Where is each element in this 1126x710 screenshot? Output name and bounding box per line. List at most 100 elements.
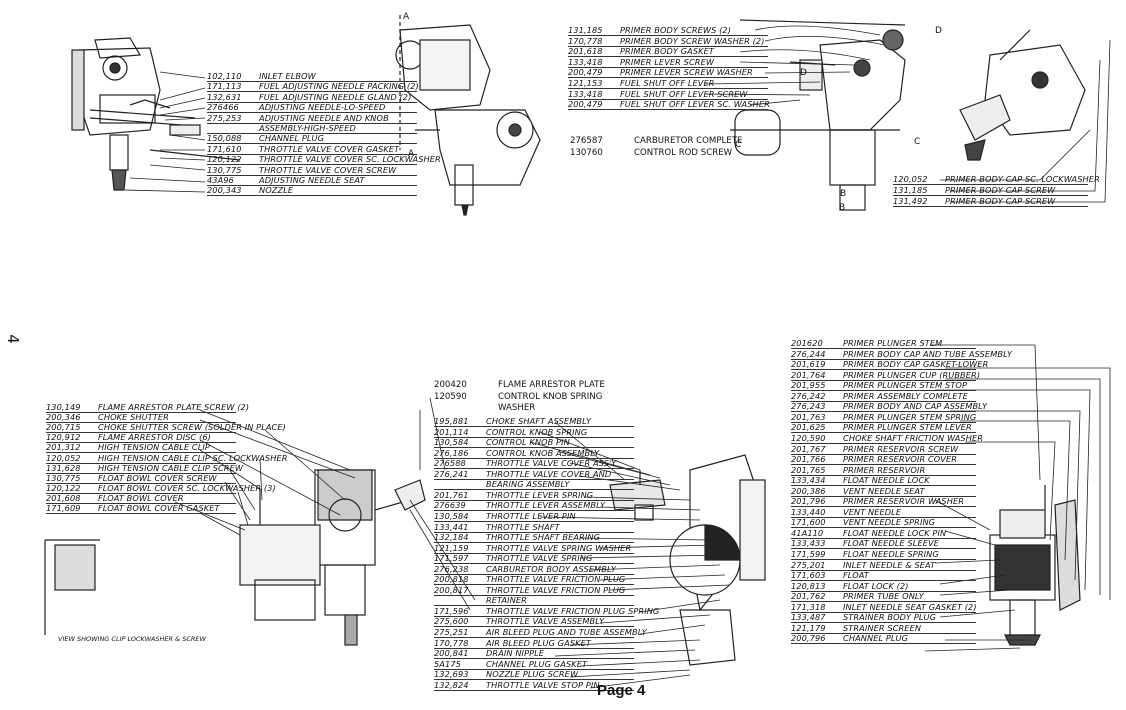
part-number: 201,763 bbox=[791, 411, 826, 422]
side-page-number: 4 bbox=[3, 334, 22, 344]
part-number: 200,343 bbox=[207, 185, 242, 196]
part-name: PRIMER BODY SCREW WASHER (2) bbox=[620, 35, 765, 46]
part-name: CARBURETOR BODY ASSEMBLY bbox=[486, 563, 616, 574]
part-name: PRIMER BODY SCREWS (2) bbox=[620, 25, 732, 35]
part-number: 200,479 bbox=[568, 99, 603, 110]
underline-leader bbox=[791, 348, 976, 349]
part-number: 133,418 bbox=[568, 88, 603, 99]
part-number: 276,186 bbox=[434, 447, 469, 458]
underline-leader bbox=[207, 153, 417, 155]
section-letter: C bbox=[735, 140, 741, 150]
underline-leader bbox=[434, 520, 634, 522]
part-name: PRIMER PLUNGER CUP (RUBBER) bbox=[843, 369, 981, 380]
part-name: DRAIN NIPPLE bbox=[486, 648, 545, 659]
underline-leader bbox=[791, 622, 976, 624]
underline-leader bbox=[46, 412, 236, 413]
bottom-middle-carburetor-illustration bbox=[609, 454, 766, 666]
part-name: THROTTLE LEVER SPRING bbox=[486, 489, 594, 500]
part-number: 120,122 bbox=[207, 154, 242, 165]
underline-leader bbox=[207, 185, 417, 186]
underline-leader bbox=[791, 590, 976, 592]
part-number: 131,185 bbox=[893, 185, 928, 195]
part-number: 275,600 bbox=[434, 616, 469, 627]
part-name: AIR BLEED PLUG GASKET bbox=[486, 637, 591, 648]
underline-leader bbox=[434, 637, 634, 638]
part-number: 201,761 bbox=[434, 489, 469, 500]
underline-leader bbox=[434, 478, 634, 480]
part-name: THROTTLE VALVE COVER SCREW bbox=[259, 164, 397, 175]
underline-leader bbox=[434, 468, 634, 470]
part-number: 275,253 bbox=[207, 112, 242, 123]
bottom-left-carburetor-illustration bbox=[44, 469, 426, 646]
underline-leader bbox=[207, 81, 417, 82]
part-name: FLAME ARRESTOR DISC (6) bbox=[98, 432, 211, 443]
part-number: 132,184 bbox=[434, 532, 469, 543]
part-number: 171,603 bbox=[791, 570, 826, 581]
part-name: ADJUSTING NEEDLE AND KNOB bbox=[259, 112, 389, 123]
underline-leader bbox=[46, 422, 236, 424]
part-name: VENT NEEDLE bbox=[843, 506, 902, 517]
part-number: 200,796 bbox=[791, 633, 826, 644]
underline-leader bbox=[791, 421, 976, 423]
underline-leader bbox=[791, 485, 976, 487]
part-number: 120,813 bbox=[791, 580, 826, 591]
part-name: THROTTLE VALVE COVER ASS'Y bbox=[486, 458, 617, 469]
underline-leader bbox=[791, 569, 976, 571]
underline-leader bbox=[791, 400, 976, 402]
underline-leader bbox=[568, 66, 768, 68]
part-number: 171,596 bbox=[434, 605, 469, 616]
part-number: 276,243 bbox=[791, 401, 826, 412]
view-caption: VIEW SHOWING CLIP LOCKWASHER & SCREW bbox=[58, 635, 206, 643]
part-name: FLAME ARRESTOR PLATE SCREW (2) bbox=[98, 402, 250, 412]
part-name: PRIMER RESERVOIR SCREW bbox=[843, 443, 959, 454]
part-name: CONTROL KNOB ASSEMBLY bbox=[486, 447, 600, 458]
underline-leader bbox=[207, 112, 417, 114]
part-name: ADJUSTING NEEDLE-LO-SPEED bbox=[259, 102, 386, 113]
part-number: 120,912 bbox=[46, 432, 81, 443]
part-number: 201,766 bbox=[791, 454, 826, 465]
part-name: VENT NEEDLE SPRING bbox=[843, 517, 936, 528]
part-name: CHOKE SHAFT ASSEMBLY bbox=[486, 416, 592, 426]
part-label: BEARING ASSEMBLY bbox=[434, 479, 634, 491]
part-number: 200,346 bbox=[46, 412, 81, 423]
part-number: 171,113 bbox=[207, 81, 242, 92]
part-name: HIGH TENSION CABLE CLIP SCREW bbox=[98, 462, 244, 473]
top-side-carburetor-illustration bbox=[730, 19, 906, 211]
part-number: 201,312 bbox=[46, 442, 81, 453]
part-name: WASHER bbox=[498, 403, 536, 413]
top-center-carburetor-illustration bbox=[395, 15, 541, 216]
part-number: 131,185 bbox=[568, 25, 603, 35]
underline-leader bbox=[434, 647, 634, 649]
part-number: 276639 bbox=[434, 500, 466, 511]
part-name: PRIMER PLUNGER STEM bbox=[843, 338, 943, 348]
part-name: PRIMER LEVER SCREW WASHER bbox=[620, 67, 753, 78]
part-name: PRIMER BODY CAP SCREW bbox=[945, 185, 1056, 195]
part-number: 200,386 bbox=[791, 485, 826, 496]
underline-leader bbox=[791, 601, 976, 603]
part-name: THROTTLE VALVE FRICTION PLUG bbox=[486, 574, 626, 585]
part-name: FLOAT NEEDLE LOCK PIN bbox=[843, 527, 947, 538]
part-number: 132,824 bbox=[434, 679, 469, 690]
part-label: WASHER bbox=[434, 403, 535, 414]
